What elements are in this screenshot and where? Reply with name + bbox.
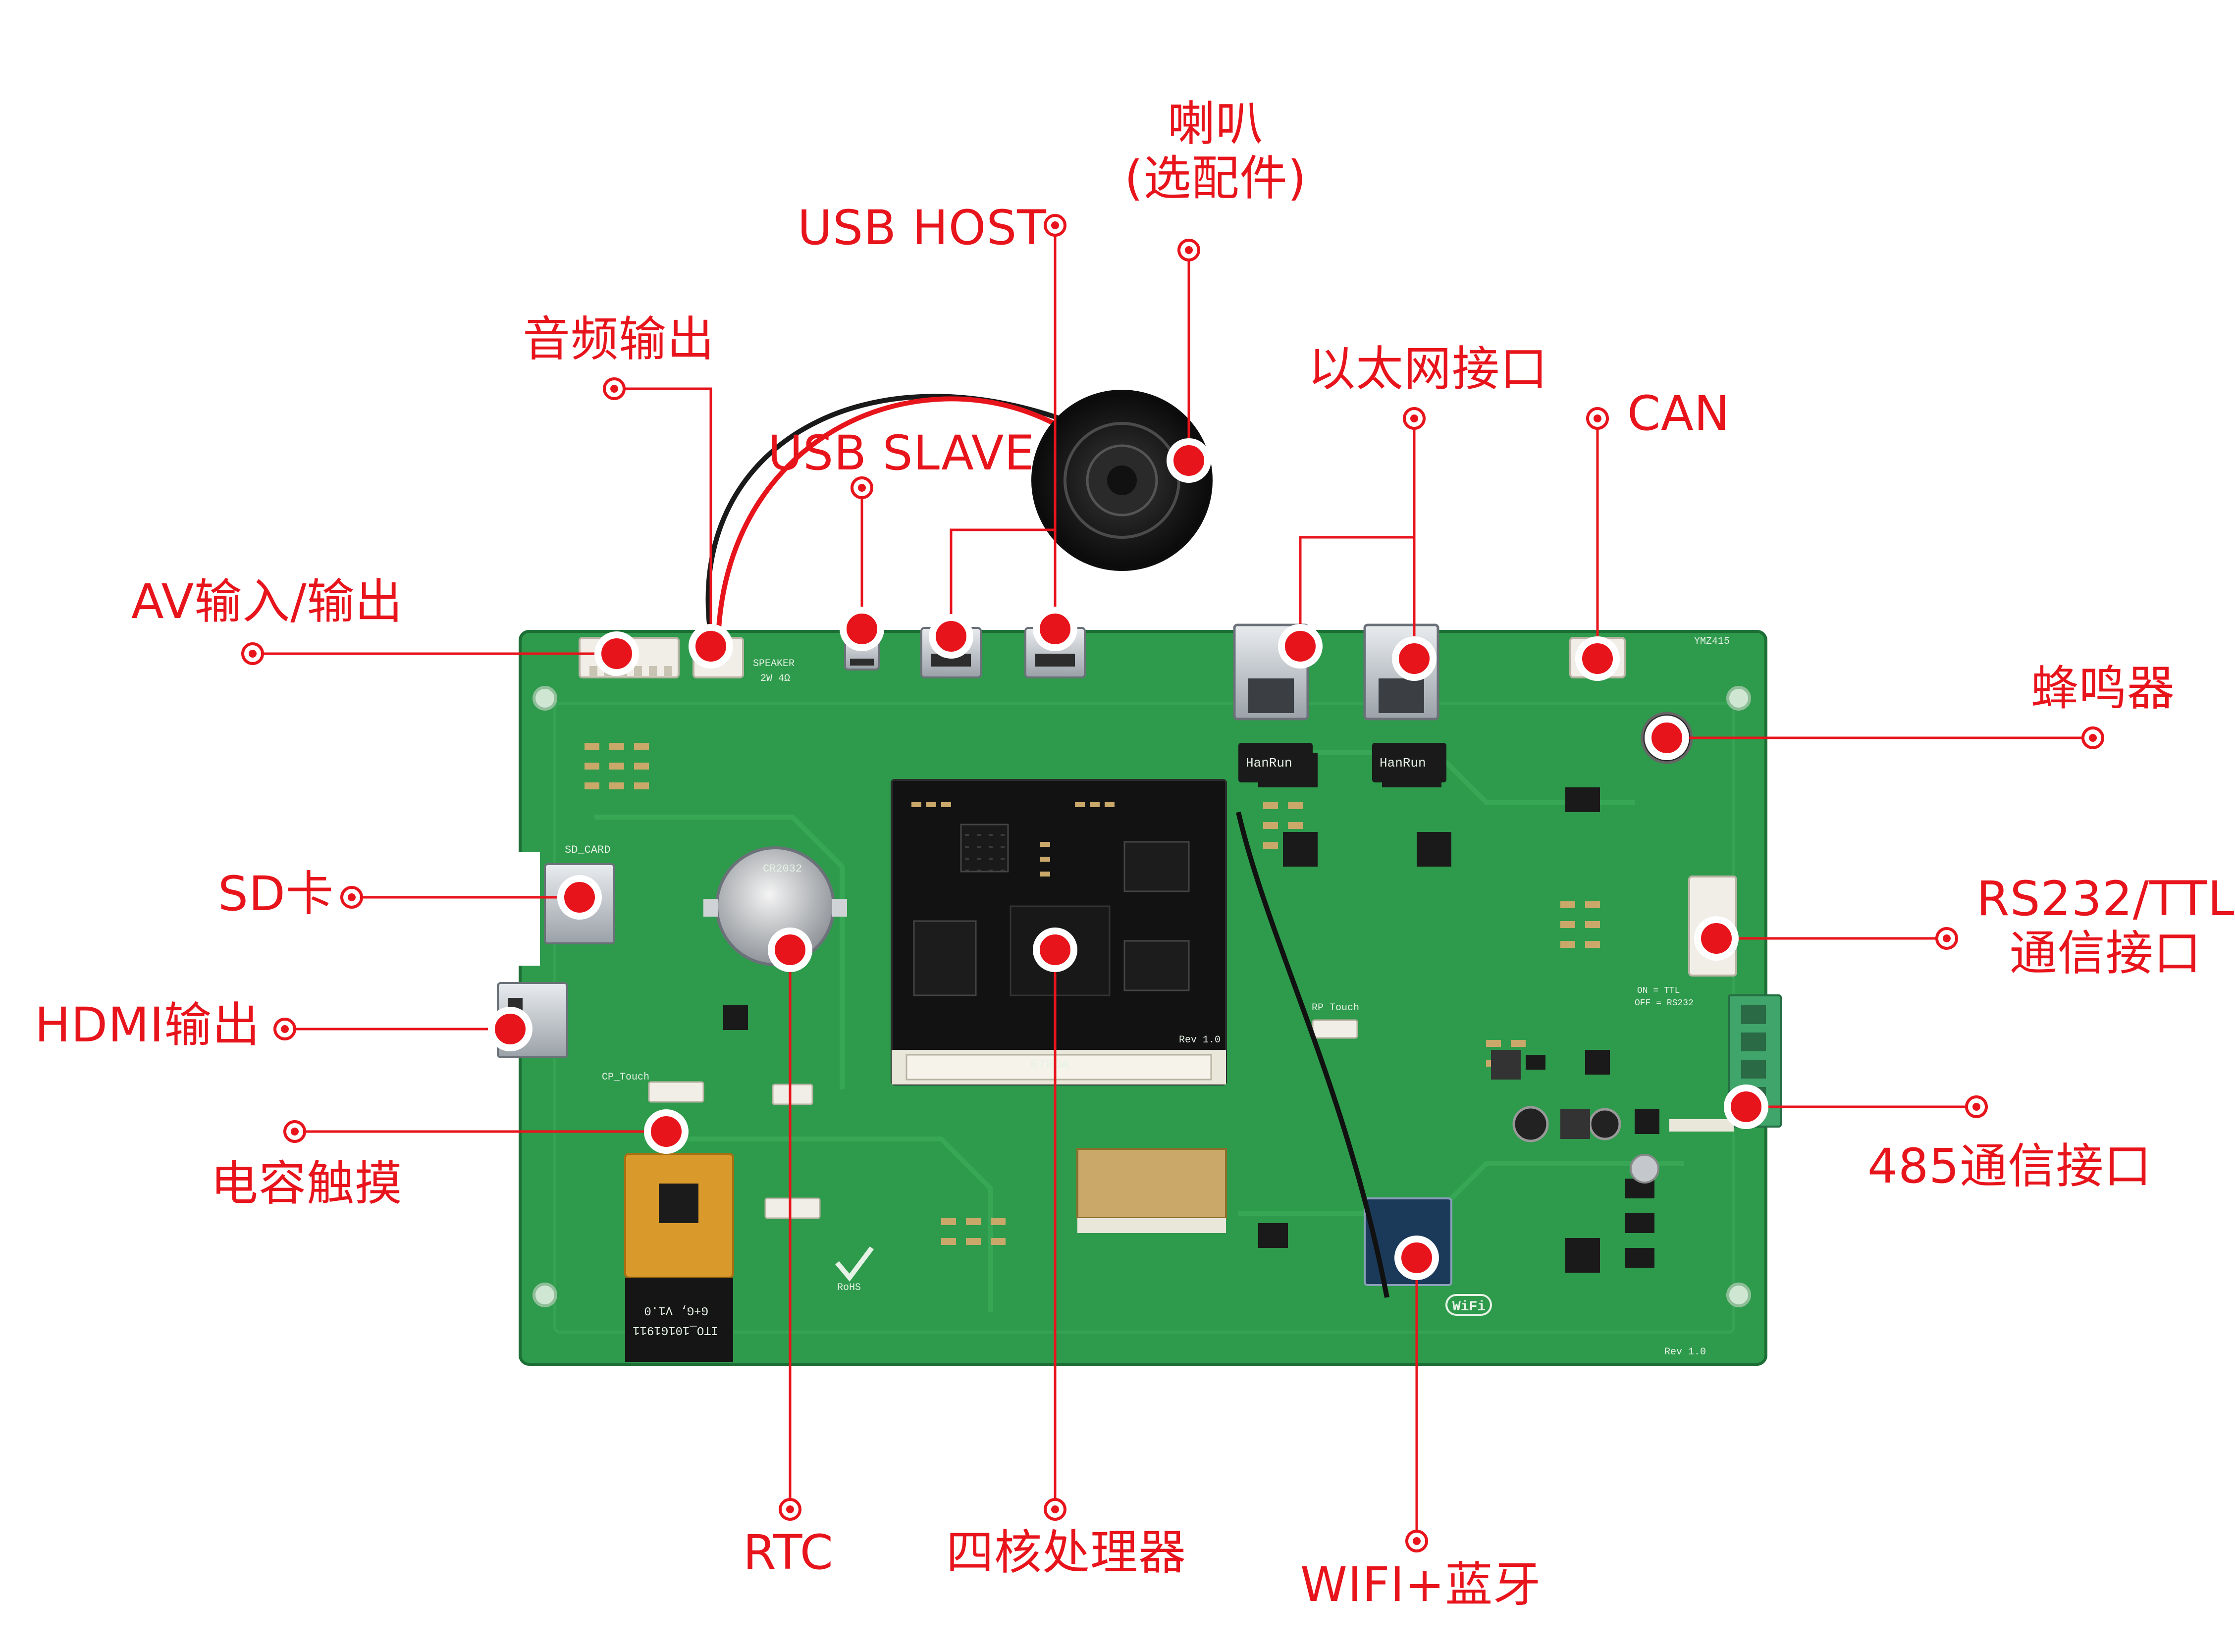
speaker-marker (1167, 438, 1211, 483)
cap-touch-marker (644, 1109, 689, 1154)
callout-hdmi: HDMI输出 (35, 997, 261, 1053)
wifi-mark: WiFi (1445, 1294, 1492, 1316)
callout-av-io: AV输入/输出 (131, 574, 403, 629)
callout-sd-card: SD卡 (218, 866, 334, 922)
av-marker (594, 631, 639, 676)
callout-wifi-bt: WIFI+蓝牙 (1300, 1557, 1542, 1612)
callout-audio-out: 音频输出 (523, 311, 715, 367)
callout-cpu: 四核处理器 (946, 1525, 1186, 1580)
callout-cap-touch: 电容触摸 (211, 1156, 403, 1211)
callout-speaker: 喇叭 (选配件) (1124, 96, 1307, 206)
cp-touch-silk: CP_Touch (602, 1072, 649, 1083)
rp-touch-connector (1312, 1019, 1358, 1039)
callout-rs485: 485通信接口 (1867, 1138, 2152, 1194)
rp-touch-silk: RP_Touch (1312, 1002, 1359, 1014)
leader-lines (253, 225, 2093, 1541)
ethernet-marker-1 (1278, 624, 1323, 669)
lcd-fpc-connector (1076, 1148, 1227, 1219)
svg-text:RoHS: RoHS (837, 1282, 861, 1293)
module-rev: Rev 1.0 (1179, 1034, 1221, 1046)
hdmi-marker (488, 1007, 532, 1051)
speaker-spec-silk: 2W 4Ω (760, 673, 790, 684)
switch-silk-2: OFF = RS232 (1635, 998, 1694, 1008)
can-marker (1575, 636, 1620, 681)
callout-rtc: RTC (743, 1525, 834, 1580)
callout-usb-slave: USB SLAVE (768, 425, 1035, 481)
audio-out-marker (689, 624, 733, 669)
buzzer-marker (1645, 716, 1689, 760)
module-marking: 07RDA (1030, 1057, 1069, 1072)
board-model-silk: YMZ415 (1694, 636, 1730, 647)
fpc-text-2: G+G, V1.0 (644, 1303, 708, 1317)
rtc-marker (768, 928, 812, 972)
ethernet-marker-2 (1392, 636, 1437, 681)
rtc-battery-silk: CR2032 (763, 863, 802, 875)
callout-ethernet: 以太网接口 (1308, 341, 1548, 397)
callout-can: CAN (1627, 386, 1730, 441)
markers (241, 214, 2104, 1552)
eth-transformer-1-brand: HanRun (1246, 756, 1292, 771)
rs485-marker (1724, 1084, 1768, 1129)
wifi-marker (1394, 1236, 1439, 1280)
callout-usb-host: USB HOST (798, 200, 1047, 256)
sd-card-silk: SD_CARD (565, 844, 610, 856)
speaker-silk: SPEAKER (753, 658, 795, 670)
sd-card-marker (557, 875, 602, 920)
cpu-marker (1033, 928, 1077, 972)
svg-text:WiFi: WiFi (1452, 1299, 1486, 1315)
lcd-fpc-latch (1077, 1218, 1226, 1233)
callout-rs232: RS232/TTL 通信接口 (1976, 871, 2235, 981)
switch-silk-1: ON = TTL (1637, 986, 1680, 996)
usb-host-marker (1033, 607, 1077, 651)
wifi-antenna-cable (1236, 811, 1389, 1298)
usb-slave-marker (840, 607, 884, 651)
board-rev: Rev 1.0 (1664, 1346, 1706, 1358)
rohs-mark: RoHS (835, 1246, 874, 1293)
rs232-marker (1694, 916, 1739, 961)
fpc-text-1: ITO_101G1911 (633, 1323, 718, 1337)
usb-a-marker (929, 614, 973, 659)
eth-transformer-2-brand: HanRun (1380, 756, 1426, 771)
callout-buzzer: 蜂鸣器 (2031, 661, 2175, 716)
